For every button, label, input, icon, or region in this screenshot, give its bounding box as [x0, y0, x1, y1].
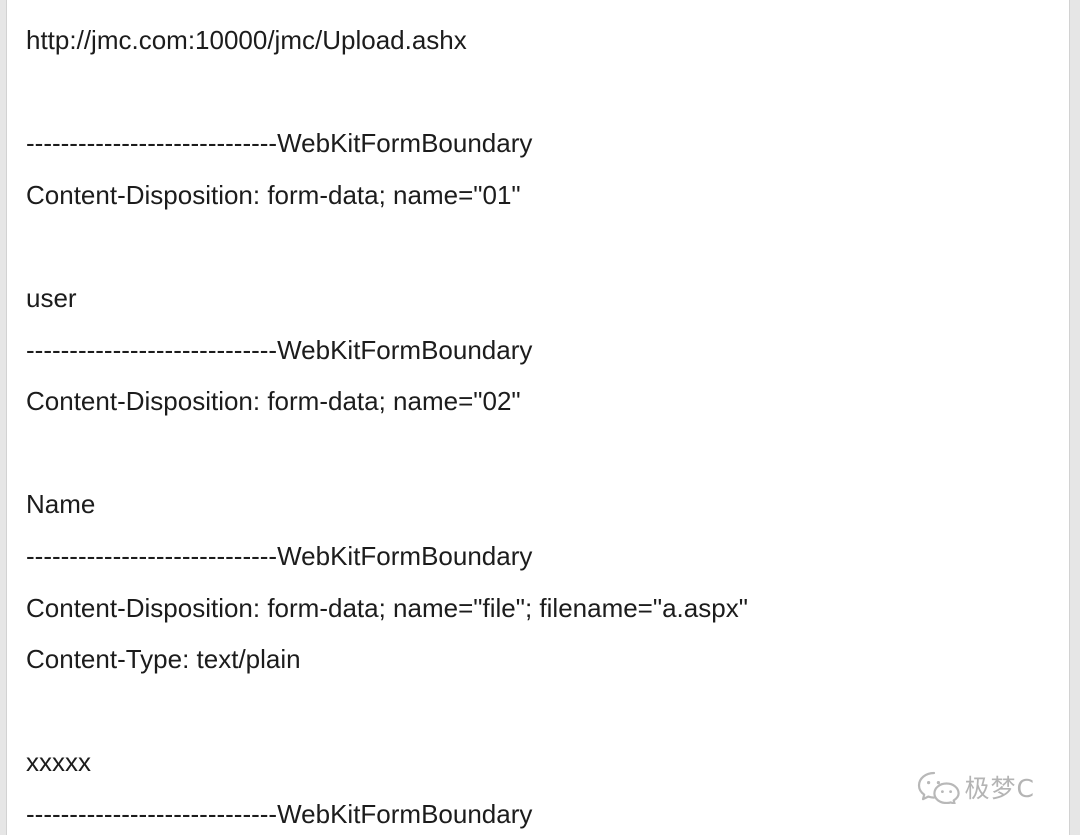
- form-value-line: xxxxx: [26, 747, 91, 778]
- blank-line: [26, 221, 748, 273]
- blank-line: [26, 428, 748, 480]
- form-boundary-line: -----------------------------WebKitFormB…: [26, 128, 533, 159]
- form-boundary-line: -----------------------------WebKitFormB…: [26, 798, 533, 829]
- request-body-text: http://jmc.com:10000/jmc/Upload.ashx ---…: [26, 15, 748, 835]
- content-disposition-line: Content-Disposition: form-data; name="01…: [26, 179, 521, 210]
- blank-line: [26, 67, 748, 119]
- request-url-line: http://jmc.com:10000/jmc/Upload.ashx: [26, 25, 467, 55]
- content-disposition-line: Content-Disposition: form-data; name="fi…: [26, 592, 748, 623]
- request-body-panel: http://jmc.com:10000/jmc/Upload.ashx ---…: [6, 0, 1070, 835]
- form-boundary-line: -----------------------------WebKitFormB…: [26, 540, 533, 571]
- content-type-line: Content-Type: text/plain: [26, 644, 301, 675]
- form-value-line: Name: [26, 489, 96, 520]
- form-value-line: user: [26, 282, 77, 313]
- blank-line: [26, 686, 748, 738]
- watermark: 极梦C: [917, 769, 1035, 805]
- watermark-text: 极梦C: [964, 774, 1035, 803]
- content-disposition-line: Content-Disposition: form-data; name="02…: [26, 386, 521, 417]
- wechat-icon: [917, 770, 961, 804]
- form-boundary-line: -----------------------------WebKitFormB…: [26, 334, 533, 365]
